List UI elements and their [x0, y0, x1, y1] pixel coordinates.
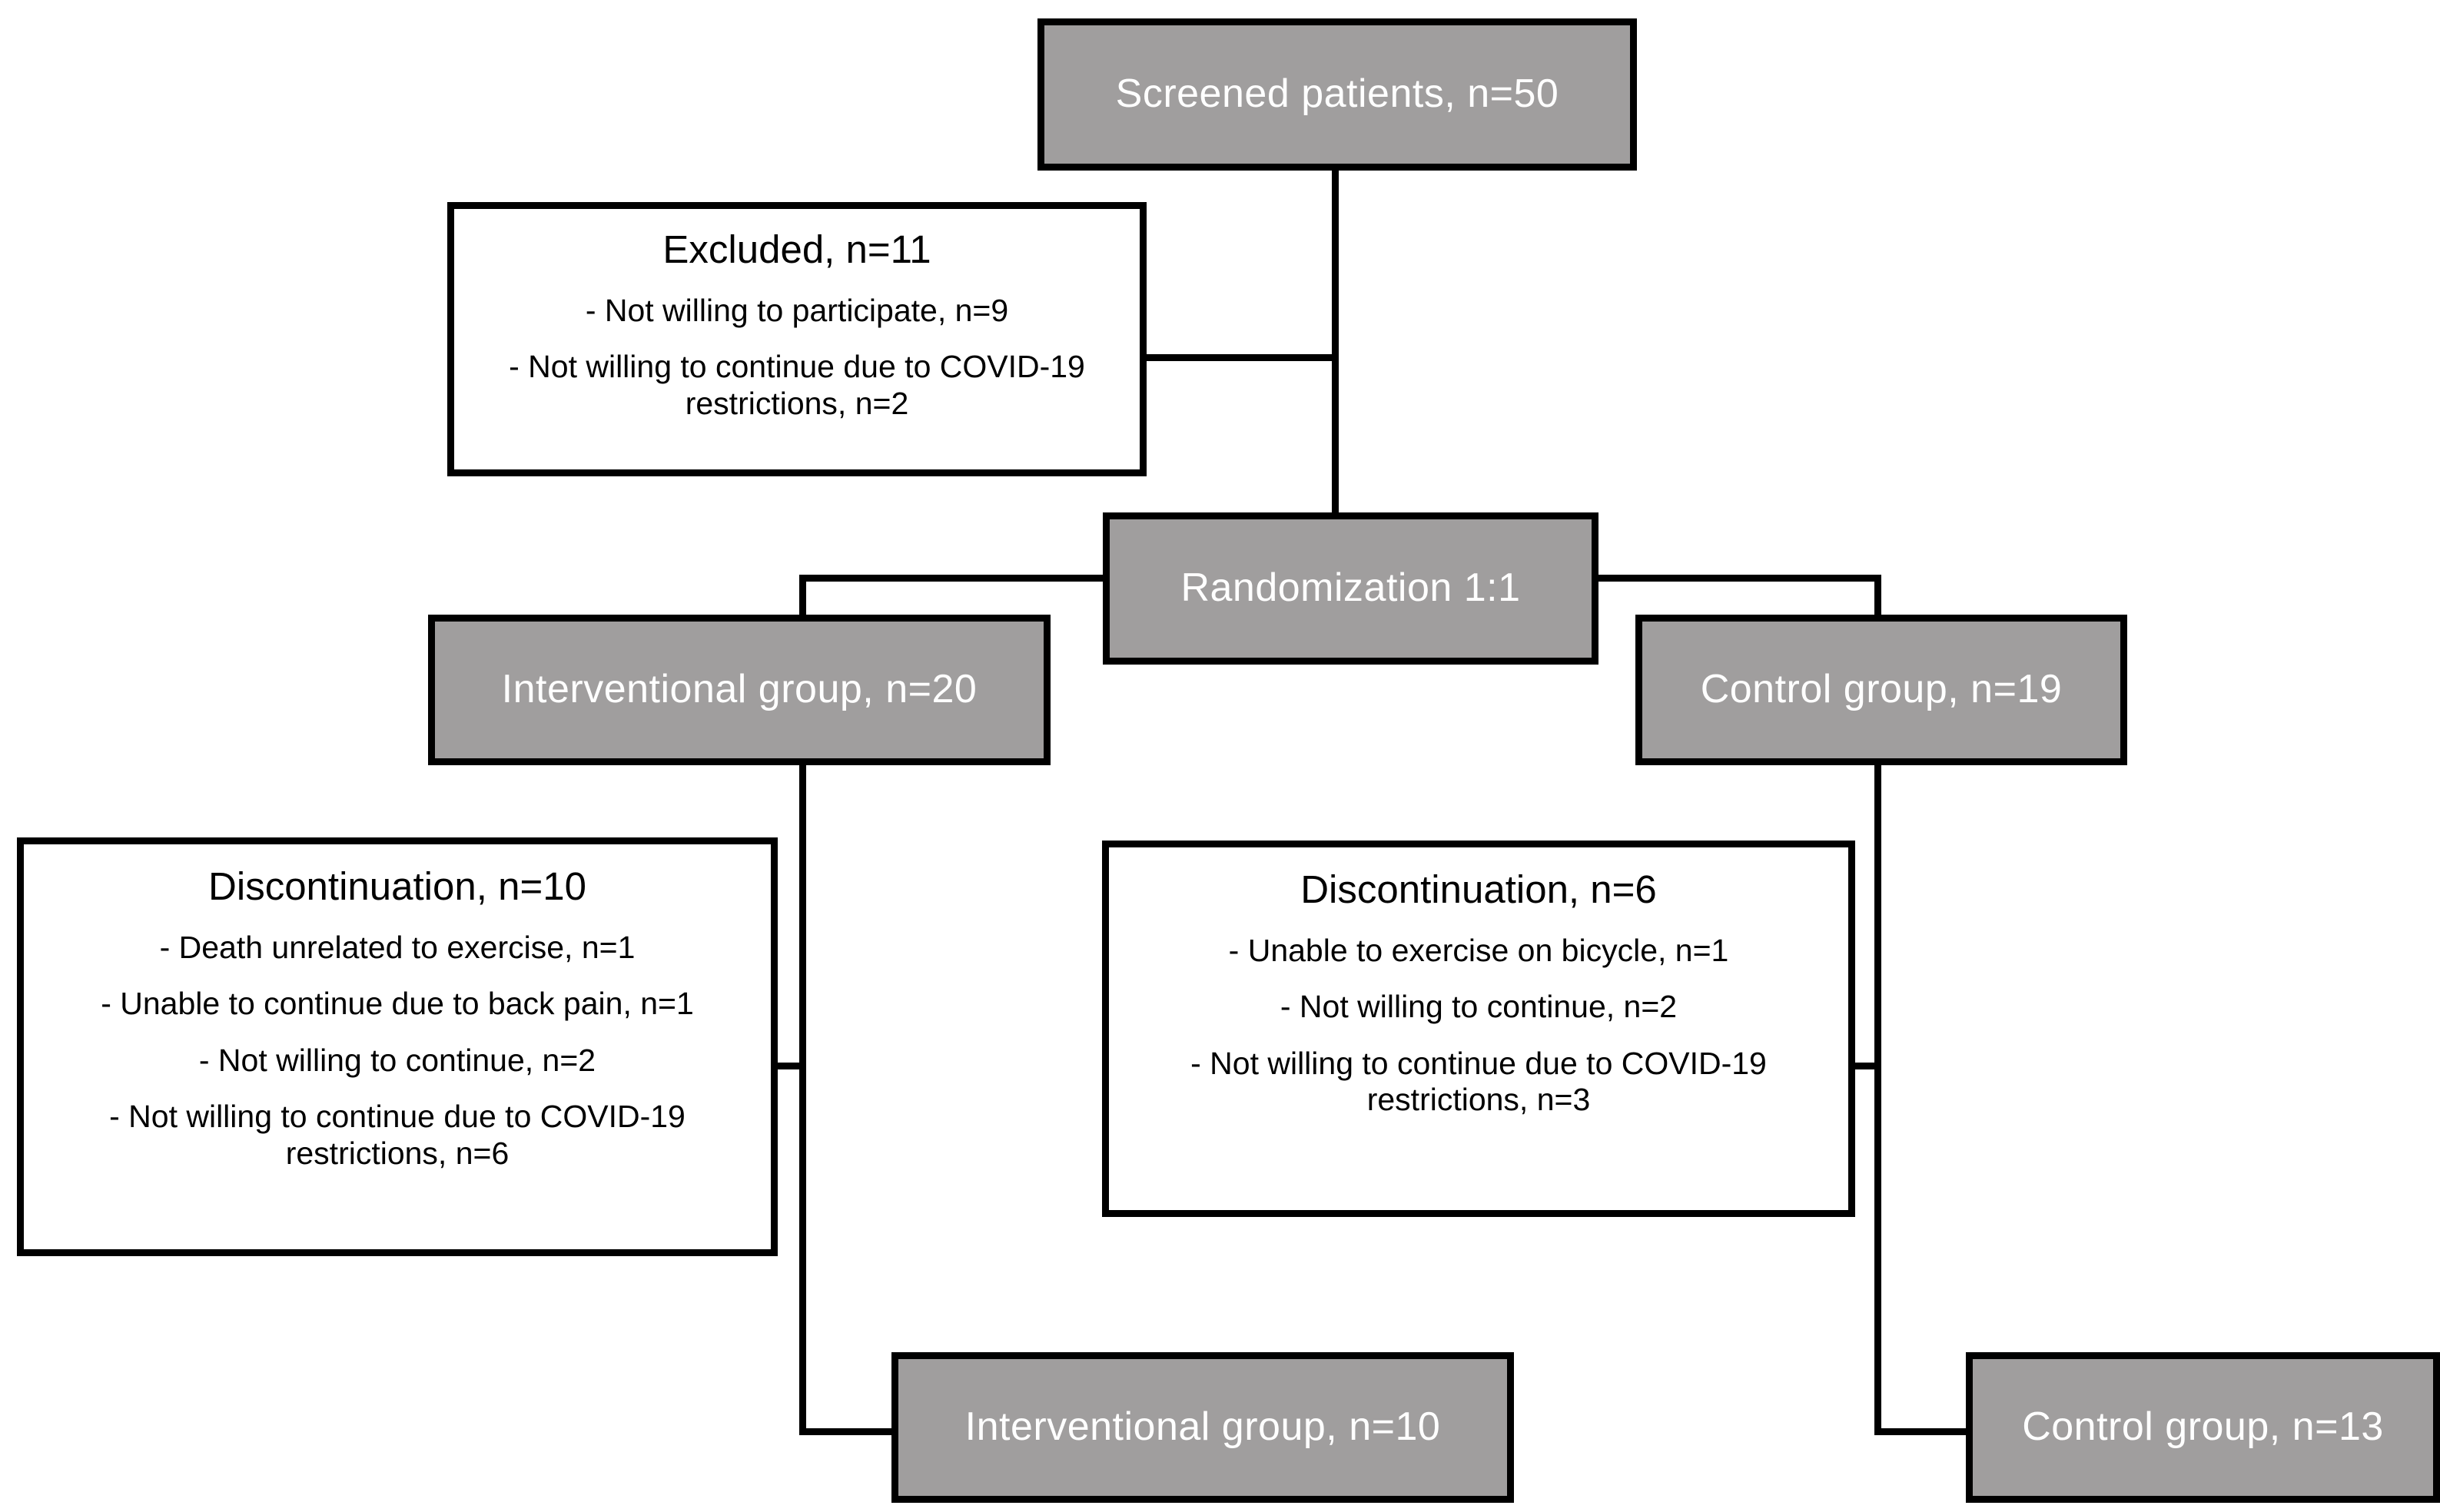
node-discontinuation-interventional-reason: - Not willing to continue, n=2	[198, 1042, 596, 1078]
node-discontinuation-control-reasons: - Unable to exercise on bicycle, n=1 - N…	[1109, 933, 1848, 1119]
node-discontinuation-interventional-reasons: - Death unrelated to exercise, n=1 - Una…	[24, 930, 771, 1172]
node-discontinuation-control-title: Discontinuation, n=6	[1300, 867, 1657, 911]
node-screened-patients-label: Screened patients, n=50	[1115, 71, 1559, 117]
node-excluded: Excluded, n=11 - Not willing to particip…	[447, 202, 1147, 476]
connector-interventional-to-discontinuation	[772, 1063, 803, 1069]
connector-randomization-left-horizontal	[799, 575, 1103, 582]
node-excluded-reasons: - Not willing to participate, n=9 - Not …	[454, 293, 1140, 423]
node-interventional-group-allocated-label: Interventional group, n=20	[501, 667, 978, 712]
node-excluded-reason: - Not willing to continue due to COVID-1…	[509, 349, 1085, 421]
node-discontinuation-interventional-reason: - Not willing to continue due to COVID-1…	[109, 1099, 686, 1171]
node-discontinuation-control-reason: - Not willing to continue, n=2	[1280, 989, 1678, 1025]
node-discontinuation-interventional-reason: - Unable to continue due to back pain, n…	[101, 986, 694, 1022]
node-excluded-reason: - Not willing to participate, n=9	[585, 292, 1009, 328]
node-discontinuation-control: Discontinuation, n=6 - Unable to exercis…	[1102, 841, 1855, 1217]
node-interventional-group-allocated: Interventional group, n=20	[428, 615, 1051, 765]
node-discontinuation-control-reason: - Unable to exercise on bicycle, n=1	[1228, 932, 1729, 968]
connector-control-trunk	[1874, 765, 1881, 1435]
connector-interventional-to-analyzed	[799, 1428, 899, 1435]
node-control-group-analyzed-label: Control group, n=13	[2022, 1404, 2384, 1450]
node-screened-patients: Screened patients, n=50	[1037, 18, 1637, 171]
connector-screened-to-randomization	[1332, 171, 1339, 512]
connector-interventional-trunk	[799, 765, 806, 1435]
node-discontinuation-interventional: Discontinuation, n=10 - Death unrelated …	[17, 837, 778, 1256]
connector-control-to-analyzed	[1874, 1428, 1974, 1435]
node-control-group-analyzed: Control group, n=13	[1966, 1352, 2440, 1503]
node-interventional-group-analyzed: Interventional group, n=10	[891, 1352, 1514, 1503]
node-randomization-label: Randomization 1:1	[1180, 565, 1521, 611]
connector-control-to-discontinuation	[1847, 1063, 1878, 1069]
connector-randomization-right-vertical	[1874, 575, 1881, 622]
connector-randomization-left-vertical	[799, 575, 806, 622]
node-discontinuation-interventional-reason: - Death unrelated to exercise, n=1	[159, 929, 636, 965]
node-interventional-group-analyzed-label: Interventional group, n=10	[964, 1404, 1441, 1450]
connector-screened-to-excluded	[1143, 354, 1336, 361]
node-excluded-title: Excluded, n=11	[662, 227, 931, 271]
node-control-group-allocated-label: Control group, n=19	[1700, 667, 2063, 712]
node-control-group-allocated: Control group, n=19	[1635, 615, 2127, 765]
node-discontinuation-interventional-title: Discontinuation, n=10	[208, 864, 586, 908]
connector-randomization-right-horizontal	[1595, 575, 1881, 582]
node-randomization: Randomization 1:1	[1103, 512, 1598, 665]
node-discontinuation-control-reason: - Not willing to continue due to COVID-1…	[1190, 1045, 1767, 1118]
